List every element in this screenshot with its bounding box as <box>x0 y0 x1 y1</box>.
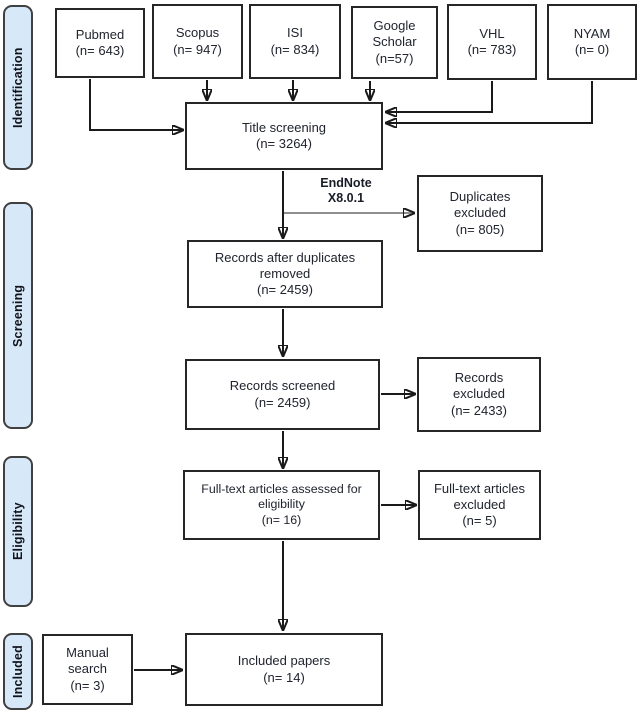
box-count-line: (n= 2459) <box>256 282 313 298</box>
box-label-line: removed <box>259 265 311 281</box>
stage-label-included: Included <box>3 633 33 710</box>
flow-box-fulltext-excluded: Full-text articles excluded (n= 5) <box>418 470 541 540</box>
box-count-line: (n= 2459) <box>254 394 311 410</box>
box-label-line: Pubmed <box>75 26 125 42</box>
box-label-line: Records <box>454 370 504 386</box>
annotation-line: EndNote <box>320 176 372 190</box>
box-label-line: Scopus <box>175 25 220 41</box>
box-label-line: search <box>67 661 108 677</box>
stage-label-eligibility: Eligibility <box>3 456 33 607</box>
flow-box-title-screening: Title screening (n= 3264) <box>185 102 383 170</box>
box-label-line: Manual <box>66 645 109 661</box>
endnote-annotation: EndNote X8.0.1 <box>300 176 392 206</box>
box-count-line: (n= 834) <box>270 41 320 57</box>
box-label-line: Duplicates <box>449 189 511 205</box>
box-label-line: Records screened <box>229 378 336 394</box>
box-count-line: (n= 16) <box>261 512 302 527</box>
box-label-line: Full-text articles assessed for <box>201 481 362 496</box>
flow-box-records-screened: Records screened (n= 2459) <box>185 359 380 430</box>
source-box-isi: ISI (n= 834) <box>249 4 341 79</box>
box-label-line: ISI <box>287 25 303 41</box>
box-count-line: (n= 0) <box>574 42 610 57</box>
box-count-line: (n= 2433) <box>450 402 507 418</box>
box-count-line: (n= 14) <box>263 669 305 685</box>
flow-box-included-papers: Included papers (n= 14) <box>185 633 383 706</box>
flow-box-records-after-duplicates: Records after duplicates removed (n= 245… <box>187 240 383 308</box>
stage-label-screening: Screening <box>3 202 33 429</box>
box-label-line: eligibility <box>258 497 305 512</box>
arrow-vhl-to-title-screening <box>386 81 493 112</box>
box-count-line: (n= 805) <box>455 221 505 237</box>
box-count-line: (n= 643) <box>75 43 125 58</box>
box-count-line: (n= 3264) <box>255 136 312 151</box>
box-label-line: Google <box>373 18 416 34</box>
source-box-vhl: VHL (n= 783) <box>447 4 537 80</box>
box-count-line: (n= 947) <box>173 41 222 57</box>
box-label-line: VHL <box>479 25 505 41</box>
source-box-pubmed: Pubmed (n= 643) <box>55 8 145 78</box>
box-label-line: Scholar <box>372 34 417 50</box>
stage-label-identification: Identification <box>3 5 33 170</box>
box-label-line: Records after duplicates <box>214 249 356 265</box>
box-label-line: Full-text articles <box>433 480 526 496</box>
box-count-line: (n= 3) <box>70 677 105 693</box>
flow-box-manual-search: Manual search (n= 3) <box>42 634 133 705</box>
arrow-nyam-to-title-screening <box>386 81 593 123</box>
flow-box-duplicates-excluded: Duplicates excluded (n= 805) <box>417 175 543 252</box>
box-label-line: excluded <box>453 205 507 221</box>
box-count-line: (n= 5) <box>462 513 497 529</box>
box-label-line: excluded <box>453 496 506 512</box>
arrow-pubmed-to-title-screening <box>89 79 183 130</box>
annotation-line: X8.0.1 <box>327 191 365 205</box>
source-box-scopus: Scopus (n= 947) <box>152 4 243 79</box>
flow-box-records-excluded: Records excluded (n= 2433) <box>417 357 541 432</box>
flow-box-fulltext-assessed: Full-text articles assessed for eligibil… <box>183 470 380 540</box>
box-label-line: Included papers <box>237 653 331 669</box>
box-label-line: NYAM <box>573 25 611 41</box>
box-label-line: excluded <box>452 386 506 402</box>
box-count-line: (n= 783) <box>467 42 517 57</box>
box-label-line: Title screening <box>241 119 327 135</box>
source-box-google-scholar: Google Scholar (n=57) <box>351 6 438 79</box>
box-count-line: (n=57) <box>375 50 414 66</box>
source-box-nyam: NYAM (n= 0) <box>547 4 637 80</box>
